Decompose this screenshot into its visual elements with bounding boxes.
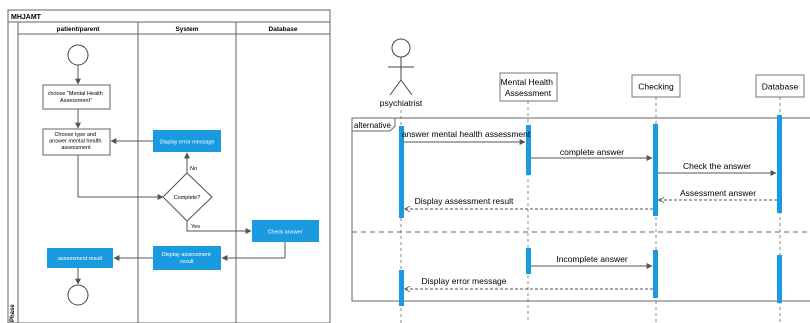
answer-assessment-text: Choose type and answer mental health ass… [49, 132, 103, 151]
lifeline-header-mha [499, 72, 558, 102]
lifeline-label-database: Database [762, 82, 799, 92]
lane-header-system: System [175, 26, 198, 33]
msg-incomplete-answer-label: Incomplete answer [556, 254, 628, 264]
activation-psychiatrist-2 [399, 270, 404, 306]
activation-mha-2 [526, 248, 531, 274]
msg-display-error-label: Display error message [421, 276, 506, 286]
answer-assessment-node [42, 128, 111, 156]
lifeline-label-checking: Checking [638, 82, 674, 92]
activation-database-1 [777, 115, 782, 213]
assessment-result-node [47, 248, 113, 268]
activity-diagram: MHJAMT patient/parent System Database Ph… [7, 9, 331, 323]
actor-label: psychiatrist [380, 98, 423, 108]
actor-left-leg [389, 79, 402, 96]
msg-display-result-label: Display assessment result [415, 196, 514, 206]
assessment-result-text: assessment result [58, 256, 103, 262]
msg-check-answer-label: Check the answer [683, 161, 751, 171]
phase-label: Phase [10, 304, 16, 322]
display-result-line-1: Display assessment [162, 252, 211, 258]
msg-answer-assessment-label: answer mental health assessment [402, 129, 531, 139]
activation-mha-1 [526, 125, 531, 175]
choose-assessment-node [42, 84, 111, 110]
display-result-text: Display assessment result [162, 252, 212, 265]
lane-header-database: Database [269, 26, 298, 33]
complete-decision-text: Complete? [174, 195, 201, 201]
actor-head [391, 38, 411, 58]
check-answer-text: Check answer [268, 230, 303, 236]
msg-assessment-answer-label: Assessment answer [680, 188, 756, 198]
actor-right-leg [400, 79, 413, 96]
activity-frame [7, 9, 331, 323]
display-error-node [153, 130, 221, 152]
actor-psychiatrist: psychiatrist [380, 38, 423, 108]
choose-assessment-text: choose "Mental Health Assessment" [48, 91, 105, 104]
activation-psychiatrist-1 [399, 126, 404, 218]
lifeline-label-mha: Mental Health Assessment [501, 77, 556, 98]
sequence-diagram: psychiatrist Mental Health Assessment Ch… [351, 38, 810, 323]
no-label: No [190, 166, 197, 172]
flow-check-to-display [221, 242, 286, 261]
activation-checking-1 [653, 124, 658, 216]
alt-fragment-tab [351, 117, 396, 132]
answer-line-1: Choose type and [54, 132, 96, 138]
alt-fragment [351, 117, 810, 302]
display-result-node [153, 246, 221, 270]
yes-label: Yes [191, 224, 200, 230]
activity-title: MHJAMT [11, 14, 42, 21]
flow-decision-yes [186, 221, 252, 234]
answer-line-3: assessment [61, 145, 91, 151]
alt-fragment-label: alternative [354, 121, 391, 130]
check-answer-node [252, 220, 319, 242]
answer-line-2: answer mental health [49, 139, 101, 145]
activation-database-2 [777, 255, 782, 303]
start-node [67, 44, 89, 66]
end-node [67, 284, 89, 306]
display-error-text: Display error message [159, 140, 214, 146]
display-result-line-2: result [180, 259, 194, 265]
activation-checking-2 [653, 250, 658, 298]
flow-answer-to-decision [77, 155, 164, 200]
msg-complete-answer-label: complete answer [560, 147, 624, 157]
lane-header-patient: patient/parent [57, 26, 101, 33]
